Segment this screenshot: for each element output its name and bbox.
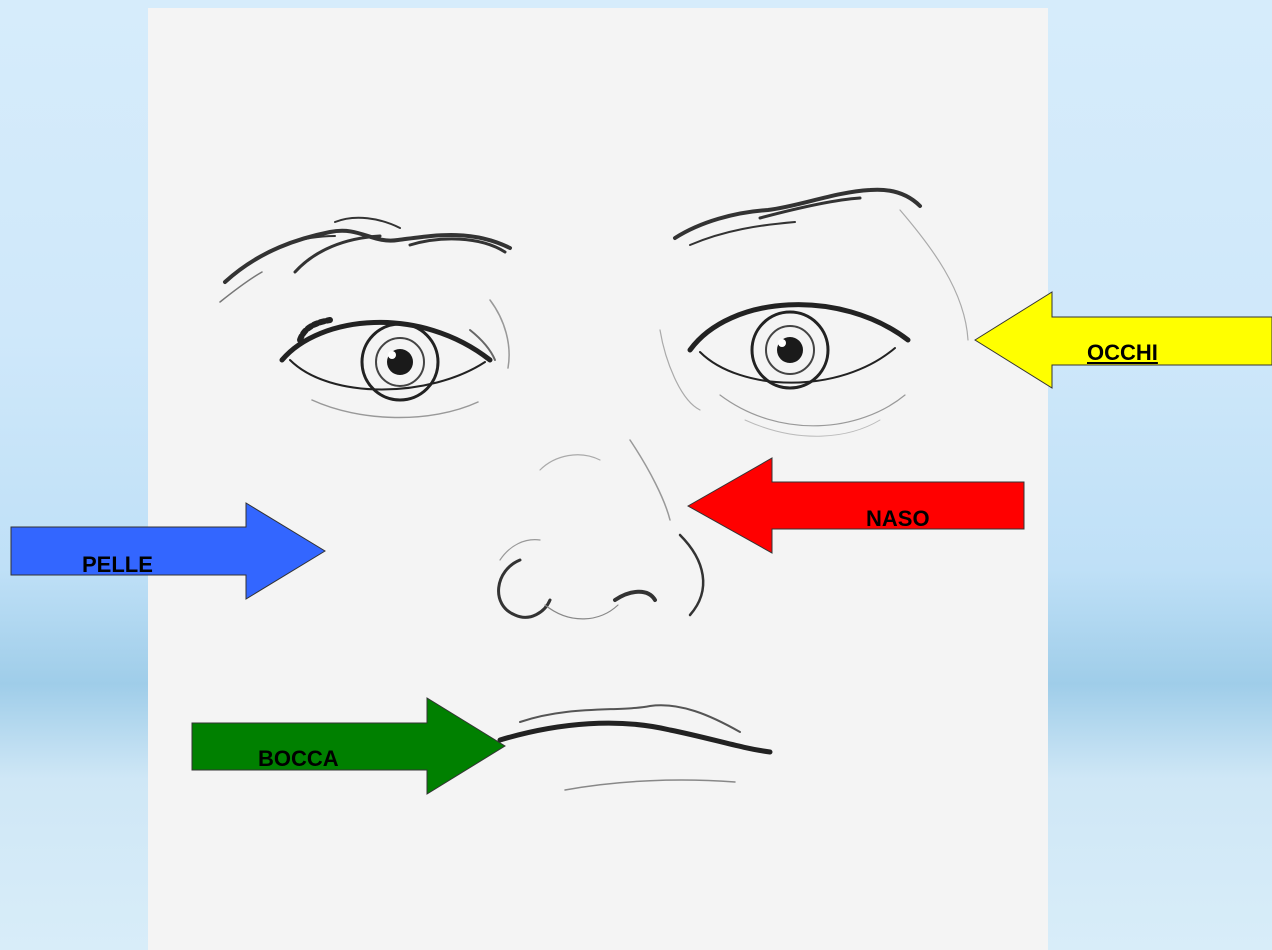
drawing-panel — [148, 8, 1048, 950]
occhi-label: OCCHI — [1087, 340, 1158, 366]
pelle-label: PELLE — [82, 552, 153, 578]
naso-label: NASO — [866, 506, 930, 532]
bocca-label: BOCCA — [258, 746, 339, 772]
